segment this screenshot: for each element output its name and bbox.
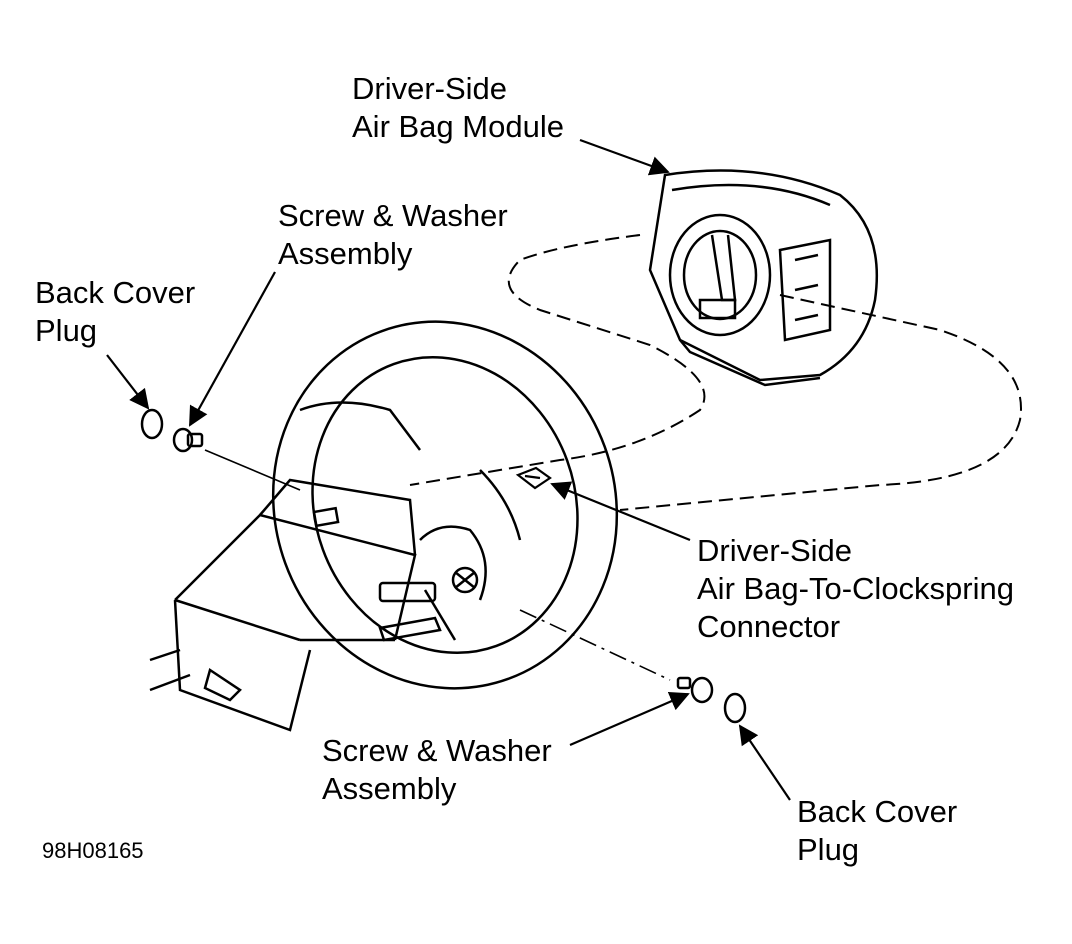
label-back-cover-plug-right-line2: Plug — [797, 832, 860, 867]
label-clockspring-connector-line2: Air Bag-To-Clockspring — [697, 571, 1014, 606]
arrow-back-cover-plug-right — [738, 724, 791, 801]
wiring-path — [409, 234, 1022, 511]
screw-centerline-left — [204, 449, 301, 491]
arrow-airbag-module — [579, 138, 670, 176]
arrow-screw-washer-top — [189, 271, 276, 427]
clockspring-connector-part — [515, 466, 552, 490]
airbag-module — [648, 169, 879, 387]
label-screw-washer-top-line1: Screw & Washer — [278, 198, 508, 233]
label-screw-washer-top-line2: Assembly — [278, 236, 413, 271]
back-cover-plug-left-part — [140, 408, 164, 440]
arrow-clockspring-connector — [550, 481, 691, 542]
screw-centerline — [519, 609, 671, 681]
label-airbag-module-line1: Driver-Side — [352, 71, 508, 106]
arrow-back-cover-plug-left — [106, 354, 150, 410]
label-screw-washer-bottom: Screw & Washer Assembly — [322, 732, 552, 808]
label-back-cover-plug-left-line1: Back Cover — [35, 275, 196, 310]
steering-wheel — [271, 320, 619, 690]
leader-lines — [106, 138, 791, 801]
label-screw-washer-bottom-line2: Assembly — [322, 771, 457, 806]
screw-washer-top-part — [172, 427, 204, 453]
back-cover-plug-right-part — [723, 692, 747, 724]
label-back-cover-plug-right: Back Cover Plug — [797, 793, 957, 869]
label-clockspring-connector: Driver-Side Air Bag-To-Clockspring Conne… — [697, 532, 1014, 646]
label-clockspring-connector-line3: Connector — [697, 609, 841, 644]
label-back-cover-plug-right-line1: Back Cover — [797, 794, 958, 829]
figure-number: 98H08165 — [42, 838, 144, 863]
arrow-screw-washer-bottom — [569, 691, 690, 747]
label-screw-washer-top: Screw & Washer Assembly — [278, 197, 508, 273]
label-clockspring-connector-line1: Driver-Side — [697, 533, 853, 568]
label-airbag-module-line2: Air Bag Module — [352, 109, 564, 144]
steering-column — [149, 478, 417, 732]
label-airbag-module: Driver-Side Air Bag Module — [352, 70, 564, 146]
label-back-cover-plug-left-line2: Plug — [35, 313, 98, 348]
label-back-cover-plug-left: Back Cover Plug — [35, 274, 195, 350]
label-screw-washer-bottom-line1: Screw & Washer — [322, 733, 552, 768]
screw-washer-bottom-part — [676, 676, 714, 704]
